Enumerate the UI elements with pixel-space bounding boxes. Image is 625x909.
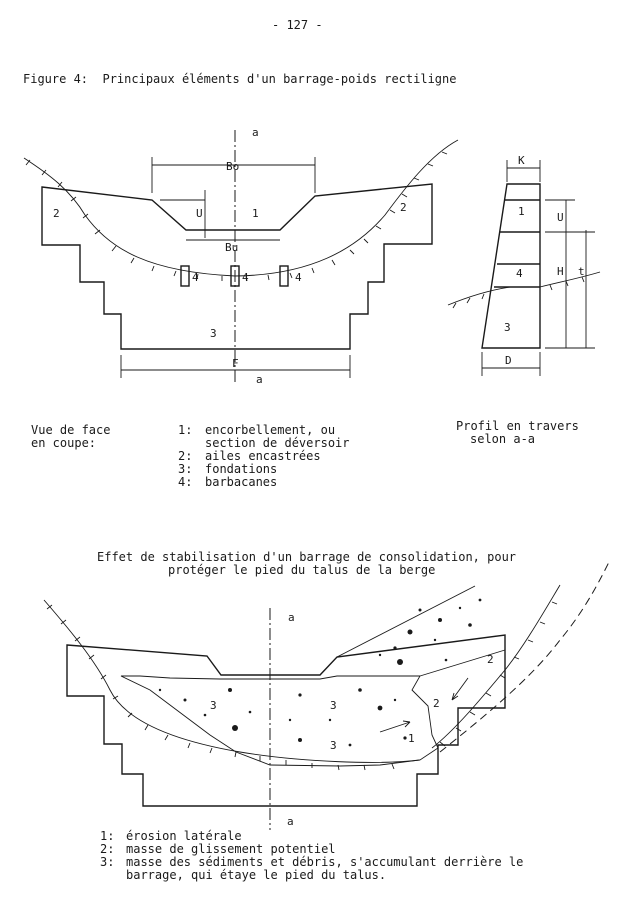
sediment-dots (158, 598, 482, 747)
label-4a: 4 (192, 271, 199, 284)
arrow-erosion (379, 720, 411, 733)
caption-right-1: Profil en travers (456, 419, 579, 433)
caption-left-2: en coupe: (31, 436, 97, 450)
profile-label-U: U (557, 211, 564, 224)
caption-left-1: Vue de face (31, 423, 111, 437)
page-number: - 127 - (272, 18, 323, 32)
profile-label-D: D (505, 354, 512, 367)
legend1-text-3: fondations (205, 462, 278, 476)
sediment-mass (120, 675, 439, 767)
figure-title: Figure 4: Principaux éléments d'un barra… (23, 72, 457, 86)
legend1-num-3: 3: (178, 462, 193, 476)
legend1-num-2: 2: (178, 449, 193, 463)
label-Bo: Bo (226, 160, 240, 173)
profile-label-4: 4 (516, 267, 523, 280)
legend2-text-3: masse des sédiments et débris, s'accumul… (126, 855, 524, 869)
label-2-left: 2 (53, 207, 60, 220)
legend1-text-1b: section de déversoir (205, 436, 350, 450)
section2-title-1: Effet de stabilisation d'un barrage de c… (97, 550, 517, 564)
fig2-label-3c: 3 (330, 739, 337, 752)
fig2-label-3a: 3 (210, 699, 217, 712)
dam-front-outline (41, 183, 433, 350)
slide-mass-top (336, 585, 476, 658)
slope-hatching (25, 151, 448, 282)
profile-label-K: K (518, 154, 525, 167)
label-4c: 4 (295, 271, 302, 284)
fig2-label-2b: 2 (433, 697, 440, 710)
legend1-text-4: barbacanes (205, 475, 278, 489)
fig2-label-2a: 2 (487, 653, 494, 666)
barbacane-1 (180, 265, 190, 287)
bank-slope-right (431, 584, 561, 749)
label-2-right: 2 (400, 201, 407, 214)
label-U: U (196, 207, 203, 220)
dam-2-outline (66, 634, 506, 807)
label-1: 1 (252, 207, 259, 220)
bank-slope-left (43, 599, 421, 763)
legend1-text-1: encorbellement, ou (205, 423, 336, 437)
legend2-text-3b: barrage, qui étaye le pied du talus. (126, 868, 387, 882)
legend2-num-2: 2: (100, 842, 115, 856)
caption-right-2: selon a-a (470, 432, 536, 446)
profile-label-H: H (557, 265, 564, 278)
label-Bu: Bu (225, 241, 239, 254)
profile-label-t: t (578, 265, 585, 278)
legend1-num-1: 1: (178, 423, 193, 437)
fig2-label-3b: 3 (330, 699, 337, 712)
label-a-top: a (252, 126, 259, 139)
legend1-text-2: ailes encastrées (205, 449, 321, 463)
label-3: 3 (210, 327, 217, 340)
profile-label-1: 1 (518, 205, 525, 218)
profile-ground (447, 271, 601, 306)
section2-title-2: protéger le pied du talus de la berge (168, 563, 436, 577)
failure-surface (439, 559, 611, 753)
barbacane-3 (279, 265, 289, 287)
label-a-bottom: a (256, 373, 263, 386)
legend1-num-4: 4: (178, 475, 193, 489)
legend2-num-1: 1: (100, 829, 115, 843)
label-4b: 4 (242, 271, 249, 284)
profile-label-3: 3 (504, 321, 511, 334)
fig2-label-1: 1 (408, 732, 415, 745)
dam-profile-outline (481, 183, 541, 349)
legend2-text-1: érosion latérale (126, 829, 242, 843)
label-F: F (232, 357, 239, 370)
legend2-text-2: masse de glissement potentiel (126, 842, 336, 856)
legend2-num-3: 3: (100, 855, 115, 869)
fig2-label-a-top: a (288, 611, 295, 624)
fig2-label-a-bottom: a (287, 815, 294, 828)
slide-mass-boundary (419, 649, 506, 677)
arrow-slide-1 (451, 677, 469, 701)
